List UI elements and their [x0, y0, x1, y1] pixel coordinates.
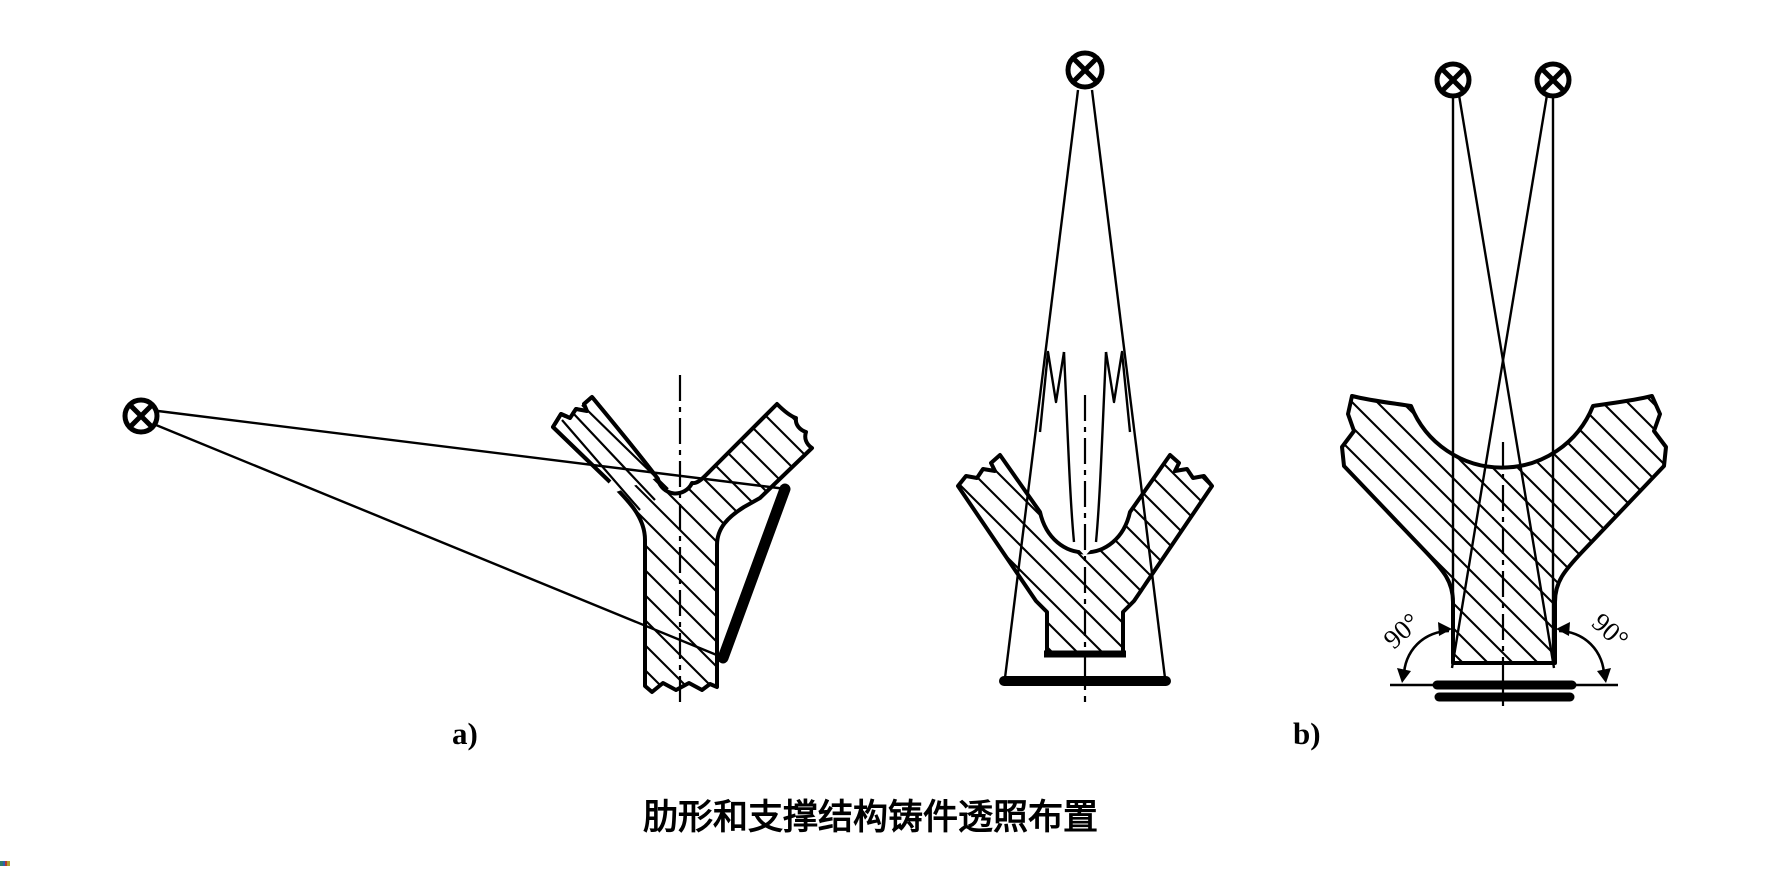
xray-source-icon-b-left: [1434, 61, 1472, 99]
label-a: a): [452, 716, 478, 751]
label-b: b): [1293, 716, 1321, 751]
figure-middle: [956, 50, 1214, 702]
rib-wall-left-m: [1062, 351, 1076, 543]
figure-b: 90° 90° b): [1293, 61, 1668, 751]
film-a: [717, 483, 791, 664]
xray-source-icon-m: [1065, 50, 1105, 90]
break-line-right-m: [1104, 350, 1132, 433]
figure-a: a): [122, 375, 814, 751]
beam-ray-lower-a: [155, 423, 725, 660]
arrowhead-right-upper: [1556, 622, 1570, 636]
xray-source-icon-b-right: [1534, 61, 1572, 99]
figure-caption: 肋形和支撑结构铸件透照布置: [643, 798, 1099, 838]
break-line-left-m: [1038, 350, 1066, 433]
beam-ray-left-m: [1003, 89, 1080, 679]
beam-ray-upper-a: [157, 409, 787, 491]
angle-label-left: 90°: [1378, 607, 1426, 655]
arrowhead-left-upper: [1438, 622, 1452, 636]
beam-ray-cross-left-b: [1457, 94, 1556, 669]
beam-ray-cross-right-b: [1450, 94, 1549, 669]
edge-artifact: [0, 861, 10, 866]
xray-source-icon-a: [122, 397, 160, 435]
beam-ray-right-m: [1090, 89, 1167, 679]
arrowhead-left-lower: [1397, 668, 1411, 683]
rib-wall-right-m: [1094, 351, 1108, 543]
arrowhead-right-lower: [1597, 668, 1611, 683]
